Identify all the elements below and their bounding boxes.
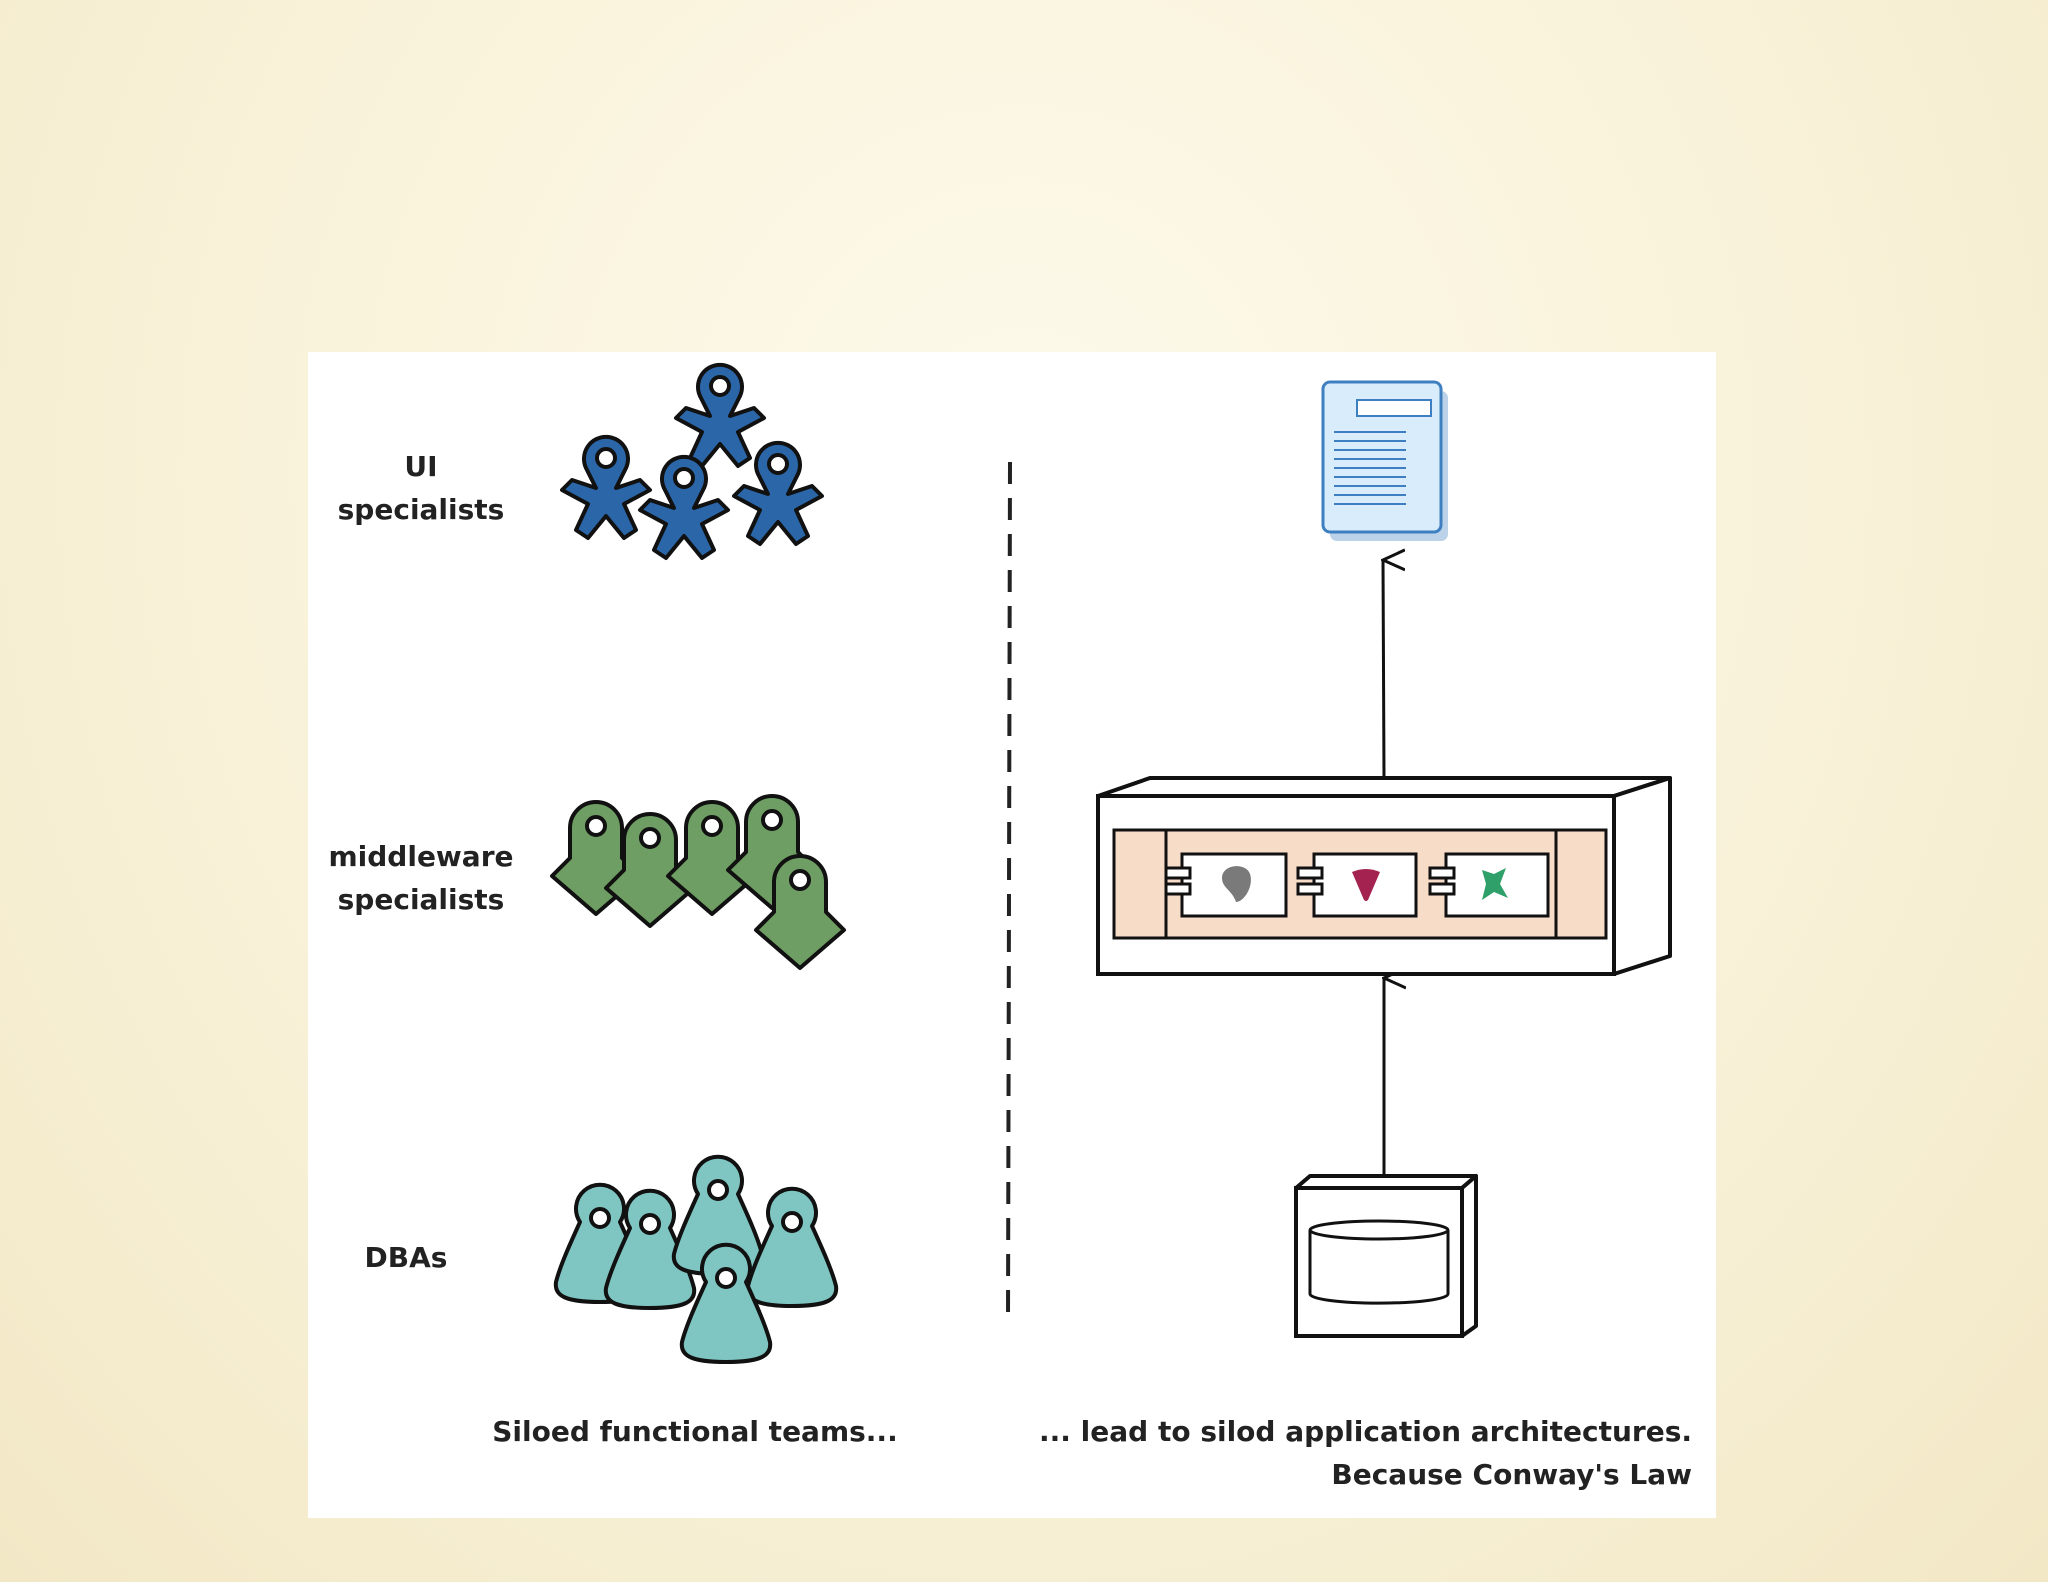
ui-specialist-icon bbox=[560, 434, 652, 540]
right-caption-line2: Because Conway's Law bbox=[1331, 1458, 1692, 1491]
dbas-label: DBAs bbox=[326, 1236, 486, 1279]
ui-specialist-icon bbox=[674, 362, 766, 468]
component-3 bbox=[1428, 852, 1550, 918]
ui-specialist-icon bbox=[638, 454, 730, 560]
right-caption: ... lead to silod application architectu… bbox=[1000, 1410, 1692, 1496]
dba-icon bbox=[745, 1186, 839, 1308]
ui-specialists-group bbox=[560, 362, 824, 560]
ui-label-line2: specialists bbox=[337, 493, 505, 526]
divider-line bbox=[1006, 461, 1012, 1323]
star-shape-icon bbox=[1482, 868, 1508, 900]
arrow-server-to-ui bbox=[1383, 560, 1384, 779]
component-1 bbox=[1164, 852, 1288, 918]
middleware-label-line1: middleware bbox=[328, 840, 514, 873]
database-icon bbox=[1294, 1174, 1478, 1338]
heart-shape-icon bbox=[1352, 869, 1380, 901]
left-caption: Siloed functional teams... bbox=[492, 1415, 898, 1448]
middleware-specialists-group bbox=[550, 794, 846, 970]
right-caption-line1: ... lead to silod application architectu… bbox=[1039, 1415, 1692, 1448]
middleware-label-line2: specialists bbox=[337, 883, 505, 916]
component-2 bbox=[1296, 852, 1418, 918]
app-server-icon bbox=[1096, 776, 1672, 976]
dbas-label-line1: DBAs bbox=[364, 1241, 448, 1274]
ui-specialists-label: UI specialists bbox=[326, 445, 516, 531]
dbas-group bbox=[553, 1154, 839, 1364]
middleware-specialists-label: middleware specialists bbox=[316, 835, 526, 921]
document-icon bbox=[1321, 380, 1448, 541]
gray-blob-icon bbox=[1222, 866, 1251, 902]
ui-label-line1: UI bbox=[404, 450, 438, 483]
